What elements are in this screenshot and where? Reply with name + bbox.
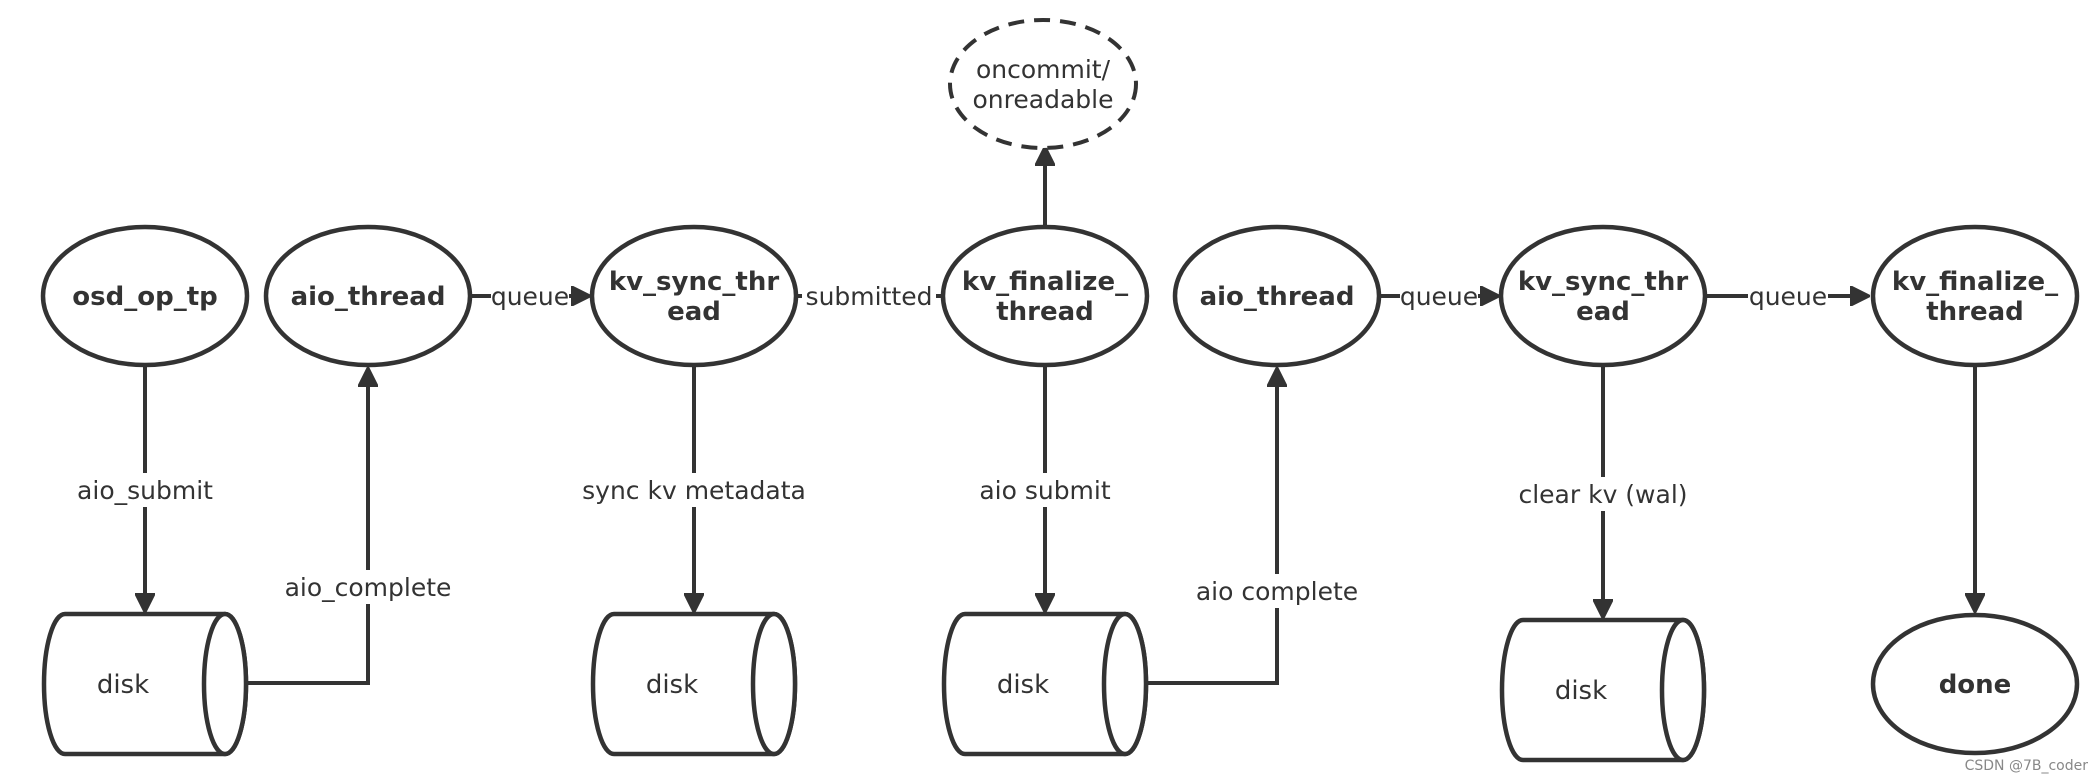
disk-4: disk [1499, 617, 1707, 763]
node-kv-finalize-thread-1: kv_finalize_ thread [940, 224, 1150, 368]
edge-label-queue-2: queue [1400, 280, 1478, 312]
svg-text:oncommit/: oncommit/ [976, 55, 1111, 84]
svg-text:queue: queue [1400, 282, 1478, 311]
edge-label-aio-submit-1: aio_submit [76, 473, 214, 507]
edge-label-aio-submit-2: aio submit [975, 473, 1115, 507]
svg-text:queue: queue [1749, 282, 1827, 311]
svg-text:done: done [1939, 670, 2012, 700]
svg-text:disk: disk [997, 670, 1049, 700]
edge-disk1-to-aio-thread1 [248, 369, 368, 685]
edge-label-sync-kv-metadata: sync kv metadata [582, 473, 806, 507]
edge-label-queue-1: queue [491, 280, 569, 312]
svg-text:kv_finalize_: kv_finalize_ [1892, 267, 2058, 297]
edge-label-aio-complete-2: aio complete [1192, 574, 1362, 608]
disk-1: disk [41, 611, 249, 757]
svg-text:aio submit: aio submit [979, 476, 1111, 505]
svg-text:aio_submit: aio_submit [77, 476, 213, 505]
svg-text:kv_finalize_: kv_finalize_ [962, 267, 1128, 297]
node-kv-sync-thread-2: kv_sync_thr ead [1498, 224, 1708, 368]
node-kv-sync-thread-1: kv_sync_thr ead [589, 224, 799, 368]
svg-text:osd_op_tp: osd_op_tp [72, 282, 217, 312]
svg-text:thread: thread [1926, 297, 2024, 327]
watermark: CSDN @7B_coder [1964, 758, 2088, 774]
edge-label-submitted: submitted [802, 280, 936, 312]
edge-label-queue-3: queue [1748, 280, 1828, 312]
disk-3: disk [941, 611, 1149, 757]
node-aio-thread-2: aio_thread [1172, 224, 1382, 368]
node-osd-op-tp: osd_op_tp [40, 224, 250, 368]
edge-disk3-to-aio-thread2 [1148, 369, 1277, 685]
svg-text:disk: disk [97, 670, 149, 700]
svg-text:ead: ead [1576, 297, 1630, 327]
svg-text:aio complete: aio complete [1196, 577, 1358, 606]
node-done: done [1870, 612, 2080, 756]
svg-text:aio_complete: aio_complete [285, 573, 452, 602]
edge-label-aio-complete-1: aio_complete [283, 570, 453, 604]
node-oncommit-onreadable: oncommit/ onreadable [948, 18, 1138, 150]
disk-2: disk [590, 611, 798, 757]
svg-text:disk: disk [1555, 676, 1607, 706]
svg-text:aio_thread: aio_thread [291, 282, 446, 312]
svg-text:sync kv metadata: sync kv metadata [582, 476, 806, 505]
svg-text:clear kv (wal): clear kv (wal) [1518, 480, 1687, 509]
svg-text:kv_sync_thr: kv_sync_thr [609, 267, 780, 297]
edge-label-clear-kv: clear kv (wal) [1518, 477, 1688, 511]
svg-text:onreadable: onreadable [973, 85, 1114, 114]
svg-text:disk: disk [646, 670, 698, 700]
node-kv-finalize-thread-2: kv_finalize_ thread [1870, 224, 2080, 368]
svg-text:kv_sync_thr: kv_sync_thr [1518, 267, 1689, 297]
svg-text:thread: thread [996, 297, 1094, 327]
svg-text:aio_thread: aio_thread [1200, 282, 1355, 312]
svg-text:submitted: submitted [806, 282, 933, 311]
svg-text:ead: ead [667, 297, 721, 327]
svg-text:queue: queue [491, 282, 569, 311]
node-aio-thread-1: aio_thread [263, 224, 473, 368]
